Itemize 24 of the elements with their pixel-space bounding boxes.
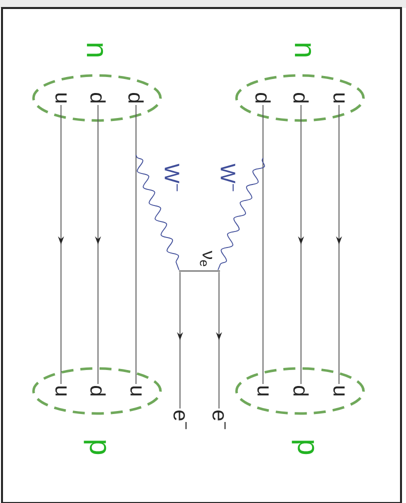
node-label: n — [294, 44, 312, 56]
quark-label: u — [257, 386, 269, 396]
boson-line — [136, 154, 180, 270]
quark-label: d — [293, 93, 309, 102]
quark-label: u — [55, 386, 67, 396]
quark-label: u — [333, 386, 345, 396]
quark-label: d — [128, 93, 144, 102]
boson-line — [218, 158, 265, 270]
edge-label: W$^{−}$ — [220, 162, 236, 194]
node-label: n — [86, 44, 104, 56]
quark-label: u — [55, 94, 67, 102]
quark-label: d — [293, 386, 309, 396]
fermion-line — [262, 104, 264, 384]
particle-label: e$^{−}$ — [212, 410, 226, 430]
quark-label: u — [130, 386, 142, 396]
particle-label: ν$_{e}$ — [200, 250, 212, 266]
quark-label: d — [255, 93, 271, 102]
node-label: p — [84, 440, 106, 454]
edge-label: W$^{−}$ — [164, 162, 180, 194]
node-label: p — [292, 440, 314, 454]
quark-label: d — [90, 386, 106, 396]
particle-label: e$^{−}$ — [173, 410, 187, 430]
quark-label: u — [333, 94, 345, 102]
quark-label: d — [90, 93, 106, 102]
